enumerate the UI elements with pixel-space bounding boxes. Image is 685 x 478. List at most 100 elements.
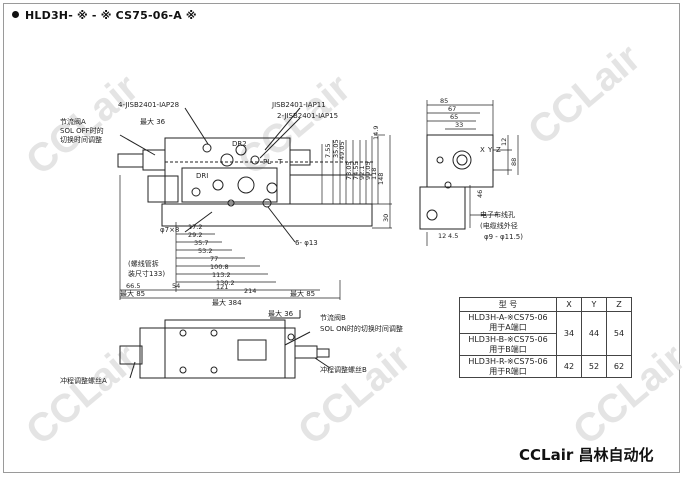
dim-33: 33 [455, 121, 463, 129]
port-hole [266, 182, 278, 194]
mount-hole [179, 366, 187, 374]
dim-214: 214 [244, 287, 256, 295]
dim-148: 148 [377, 173, 385, 185]
dim-12: 12 [500, 138, 508, 146]
valve-body [164, 137, 291, 205]
port-hole [191, 187, 201, 197]
solenoid-a [142, 149, 166, 171]
coil-housing [147, 175, 179, 203]
dim-73-05: 73.05 [345, 161, 353, 180]
dim-85: 85 [440, 97, 448, 105]
dim-113-2: 113.2 [212, 271, 231, 279]
dim-130-2: 130.2 [216, 279, 235, 287]
base-plate [161, 203, 373, 227]
dim-35-05: 35.05 [332, 139, 340, 158]
screw-b-label: 冲程调整螺丝B [320, 365, 367, 374]
dim-29-2: 29.2 [188, 231, 202, 239]
dim-67: 67 [448, 105, 456, 113]
throttle-a-line1: 节流阀A [60, 117, 86, 126]
max-36-label: 最大 36 [140, 117, 166, 126]
side-port [452, 150, 472, 170]
port-hole [237, 176, 255, 194]
coil-b-bottom [294, 345, 318, 359]
port-hole [262, 198, 272, 208]
throttle-b-line1: 节流阀B [320, 313, 346, 322]
holes-13-label: 6- φ13 [295, 239, 318, 247]
axis-y: Y [487, 146, 493, 154]
dim-100-8: 100.8 [210, 263, 229, 271]
bottom-plate [164, 319, 286, 379]
leader-line [184, 211, 213, 233]
side-hole [436, 156, 444, 164]
dim-46: 46 [476, 190, 484, 198]
header-y: Y [581, 297, 607, 312]
side-port-inner [456, 154, 468, 166]
side-base [419, 186, 466, 230]
header-x: X [556, 297, 582, 312]
dim-121: 121 [216, 283, 228, 291]
coil-a-bottom [119, 345, 143, 365]
port-hole [220, 153, 234, 167]
model-port: 用于B端口 [489, 344, 527, 354]
mount-hole [179, 329, 187, 337]
dim-14-9: 14.9 [372, 126, 380, 140]
cable-line2: (电缆线外径 [480, 221, 518, 230]
tube-note-line2: 装尺寸133) [128, 269, 165, 278]
model-port: 用于R端口 [489, 366, 527, 376]
callout-jisb-11: JISB2401-IAP11 [271, 101, 326, 109]
mount-hole [210, 329, 218, 337]
cell-y: 44 [581, 311, 607, 356]
dim-65: 65 [450, 113, 458, 121]
dim-118: 118 [370, 168, 378, 180]
dim-12-bottom: 12 [438, 232, 446, 240]
port-hole [235, 144, 247, 156]
tube-note-line1: (螺线管拆 [128, 259, 159, 268]
holes-7-label: φ7×8 [160, 226, 179, 234]
bullet-icon [12, 11, 19, 18]
dim-66-5: 66.5 [126, 282, 140, 290]
port-hole [212, 179, 224, 191]
mount-hole [287, 333, 295, 341]
dim-77: 77 [210, 255, 218, 263]
cable-hole [426, 209, 438, 221]
dim-92-1: 92.1 [358, 166, 366, 180]
bottom-body [139, 327, 296, 379]
port-hole [250, 155, 260, 165]
max-36-bottom: 最大 36 [268, 309, 294, 318]
mount-hole [210, 366, 218, 374]
throttle-a-line2: SOL OFF时的 [60, 126, 104, 135]
cell-x: 42 [556, 355, 582, 378]
dim-49-05: 49.05 [338, 141, 346, 160]
dim-7-55: 7.55 [324, 144, 332, 158]
solenoid-block [181, 167, 278, 203]
dim-35-7: 35.7 [194, 239, 208, 247]
throttle-b-line2: SOL ON时的切换时间调整 [320, 324, 403, 333]
cell-z: 54 [606, 311, 632, 356]
header-model: 型 号 [459, 297, 557, 312]
cable-line3: φ9 - φ11.5) [484, 233, 523, 241]
cell-z: 62 [606, 355, 632, 378]
model-code: HLD3H-A-※CS75-06 [468, 312, 548, 322]
side-hole [444, 181, 452, 189]
leader-line [119, 134, 156, 156]
dim-4-5: 4.5 [448, 232, 458, 240]
solenoid-b [289, 149, 311, 166]
callout-4-jisb: 4-JISB2401-IAP28 [118, 101, 179, 109]
leader-line [267, 206, 296, 243]
header-z: Z [606, 297, 632, 312]
axis-x: X [480, 146, 485, 154]
axis-z: Z [496, 146, 501, 154]
cable-line1: 电子布线孔 [480, 210, 515, 219]
throttle-a-line3: 切换时间调整 [60, 135, 102, 144]
model-code: HLD3H-B-※CS75-06 [468, 334, 548, 344]
port-pl: PL [263, 158, 271, 166]
screw-a-label: 冲程调整螺丝A [60, 376, 107, 385]
